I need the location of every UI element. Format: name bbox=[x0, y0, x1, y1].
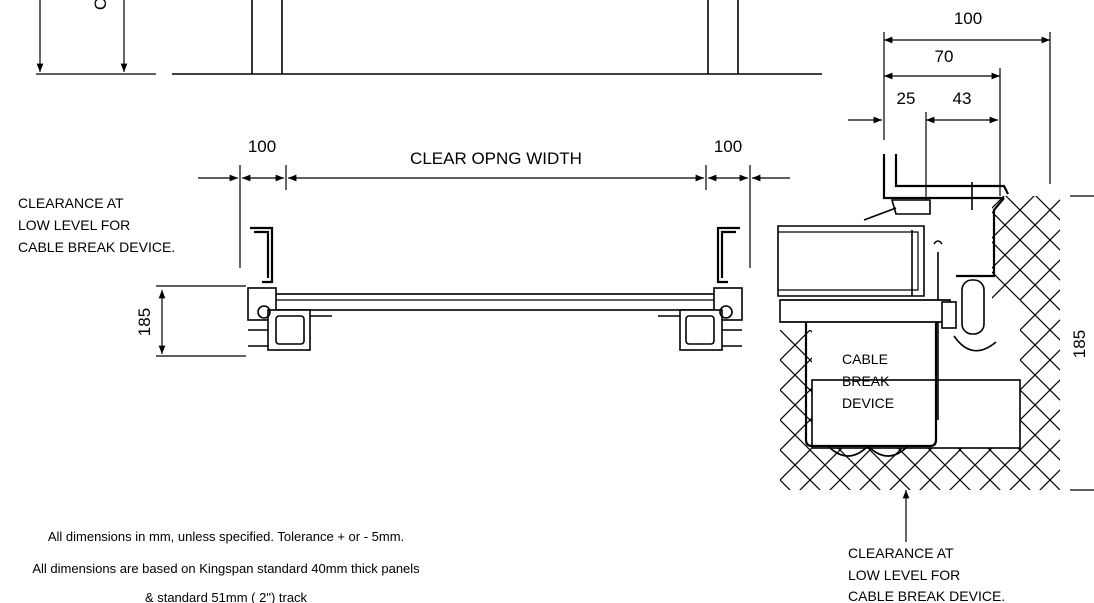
overall-width-dimension: 100 bbox=[954, 9, 982, 28]
clear-opening-width-label: CLEAR OPNG WIDTH bbox=[410, 149, 582, 168]
svg-text:CLEARANCE AT: CLEARANCE AT bbox=[848, 545, 954, 561]
svg-text:CABLE BREAK DEVICE.: CABLE BREAK DEVICE. bbox=[18, 239, 175, 255]
drawing-notes: All dimensions in mm, unless specified. … bbox=[32, 529, 420, 603]
svg-text:LOW LEVEL FOR: LOW LEVEL FOR bbox=[848, 567, 960, 583]
top-elevation: C bbox=[36, 0, 822, 75]
svg-text:LOW LEVEL FOR: LOW LEVEL FOR bbox=[18, 217, 130, 233]
right-detail-section: 100 70 25 43 CABLE BREAK bbox=[777, 9, 1094, 542]
left-offset-dimension: 100 bbox=[248, 137, 276, 156]
clearance-label-right: CLEARANCE AT LOW LEVEL FOR CABLE BREAK D… bbox=[848, 545, 1005, 603]
note-line-2: All dimensions are based on Kingspan sta… bbox=[32, 561, 420, 576]
note-line-1: All dimensions in mm, unless specified. … bbox=[48, 529, 404, 544]
opening-section: 100 CLEAR OPNG WIDTH 100 185 bbox=[135, 137, 790, 357]
device-label-line-2: BREAK bbox=[842, 373, 890, 389]
inner-width-dimension: 70 bbox=[935, 47, 954, 66]
right-height-dimension: 185 bbox=[1070, 330, 1089, 358]
left-height-dimension: 185 bbox=[135, 308, 154, 336]
top-left-dimension-label: C bbox=[91, 0, 110, 10]
note-line-3: & standard 51mm ( 2") track bbox=[145, 590, 308, 603]
right-offset-dimension: 100 bbox=[714, 137, 742, 156]
svg-text:CABLE BREAK DEVICE.: CABLE BREAK DEVICE. bbox=[848, 588, 1005, 603]
svg-text:CLEARANCE AT: CLEARANCE AT bbox=[18, 195, 124, 211]
mid-offset-dimension: 43 bbox=[953, 89, 972, 108]
small-offset-dimension: 25 bbox=[897, 89, 916, 108]
device-label-line-1: CABLE bbox=[842, 351, 888, 367]
device-label-line-3: DEVICE bbox=[842, 395, 894, 411]
clearance-label-left: CLEARANCE AT LOW LEVEL FOR CABLE BREAK D… bbox=[18, 195, 175, 255]
